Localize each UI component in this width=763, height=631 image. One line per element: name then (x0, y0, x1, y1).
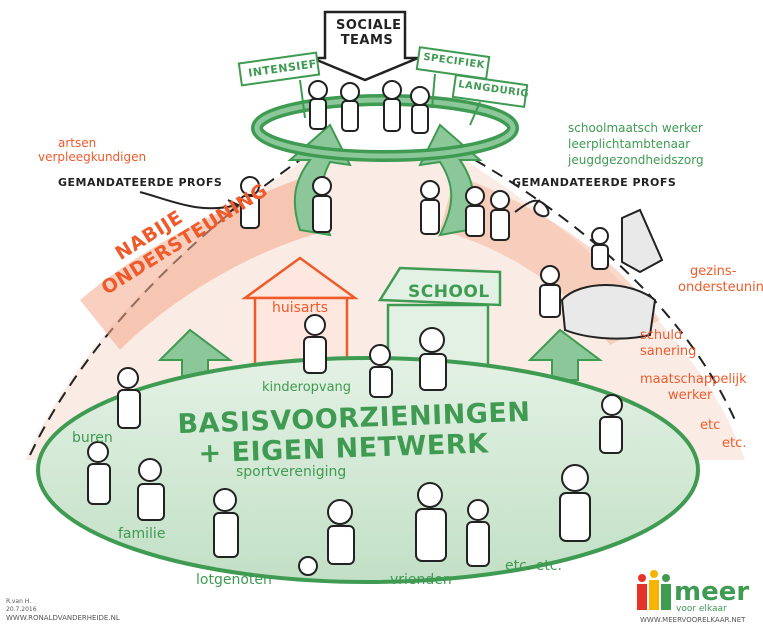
specifiek-tag (415, 46, 491, 80)
green-arrow-base-right (527, 328, 603, 381)
meer-logo-url: WWW.MEERVOORELKAAR.NET (640, 616, 746, 624)
etc-right-1: etc (700, 418, 721, 433)
left-profs-heading: GEMANDATEERDE PROFS (58, 176, 223, 189)
right-profs-list: schoolmaatsch werker leerplichtambtenaar… (568, 120, 704, 168)
signature-name: R.van H. (6, 598, 32, 605)
schuld-line1: schuld (640, 328, 683, 343)
artsen-label: artsen (58, 136, 97, 150)
signature-date: 20.7.2016 (6, 606, 37, 613)
orange-band-left (80, 175, 330, 350)
title-line1: SOCIALE (336, 18, 402, 33)
schoolmaatsch-werker-label: schoolmaatsch werker (568, 121, 703, 135)
huisarts-label: huisarts (272, 300, 329, 316)
schuld-label: schuld sanering (640, 328, 696, 360)
meer-logo-word: meer (674, 577, 750, 607)
etc-right-2: etc. (722, 436, 747, 451)
meer-logo-tagline: voor elkaar (676, 604, 727, 614)
sociale-teams-sign (311, 10, 419, 82)
maat-line1: maatschappelijk (640, 372, 747, 387)
lotgenoten-label: lotgenoten (196, 572, 272, 588)
intensief-tag (237, 51, 321, 87)
buren-label: buren (72, 430, 113, 446)
left-profs-list: artsen verpleegkundigen (38, 136, 146, 164)
maatschappelijk-label: maatschappelijk werker (640, 372, 747, 404)
gezins-line1: gezins- (690, 264, 737, 279)
cone-dashed-right (474, 159, 736, 421)
gezins-label: gezins- ondersteuning (678, 264, 763, 296)
signature-url: WWW.RONALDVANDERHEIDE.NL (6, 614, 120, 622)
social-team-people (308, 80, 430, 134)
vrienden-label: vrienden (390, 572, 452, 588)
chair-drawing (621, 208, 664, 274)
familie-label: familie (118, 526, 166, 542)
leerplichtambtenaar-label: leerplichtambtenaar (568, 137, 691, 151)
gezins-line2: ondersteuning (678, 280, 763, 295)
kinderopvang-label: kinderopvang (262, 380, 352, 395)
network-people (87, 314, 623, 567)
verpleegkundigen-label: verpleegkundigen (38, 150, 147, 164)
langdurig-tag (451, 73, 529, 109)
right-profs-heading: GEMANDATEERDE PROFS (512, 176, 677, 189)
schuld-line2: sanering (640, 344, 697, 359)
school-label: SCHOOL (408, 282, 490, 302)
couch-drawing (560, 284, 657, 340)
sportvereniging-label: sportvereniging (236, 464, 347, 480)
jeugdgezondheidszorg-label: jeugdgezondheidszorg (568, 153, 704, 167)
base-ellipse (36, 356, 700, 584)
football (298, 556, 318, 576)
sociale-teams-title: SOCIALE TEAMS (336, 18, 402, 48)
base-title: BASISVOORZIENINGEN + EIGEN NETWERK (177, 397, 532, 470)
signature-block: R.van H. 20.7.2016 WWW.RONALDVANDERHEIDE… (6, 598, 120, 622)
meer-logo-mark (637, 570, 671, 610)
etc-network-label: etc. etc. (505, 558, 562, 574)
prof-figures (240, 176, 609, 318)
maat-line2: werker (668, 388, 713, 403)
title-line2: TEAMS (340, 33, 394, 48)
